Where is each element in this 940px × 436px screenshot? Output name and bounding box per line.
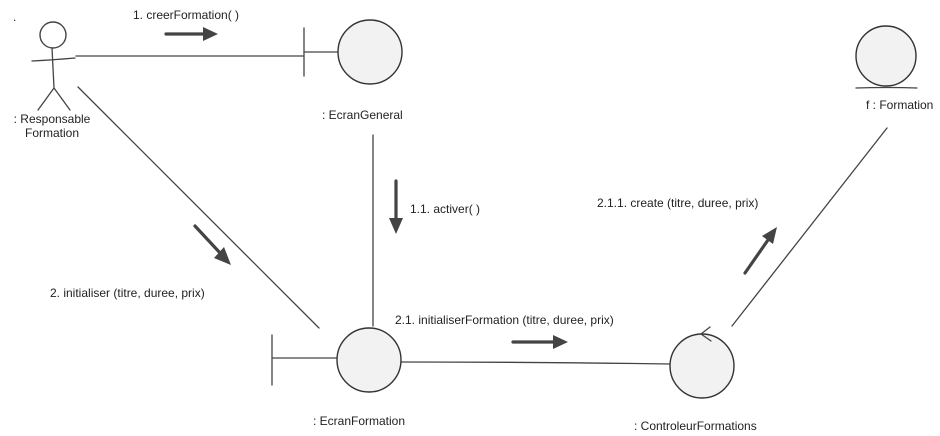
link-actor-ecranformation [77, 86, 320, 329]
formation-label: f : Formation [866, 98, 934, 112]
control-arrowhead-icon [700, 326, 712, 342]
message-1-1-label: 1.1. activer( ) [410, 202, 481, 216]
boundary-circle [336, 327, 402, 393]
boundary-ecran-general [303, 19, 403, 85]
message-1-label: 1. creerFormation( ) [133, 8, 240, 22]
actor-label: : Responsable Formation [0, 112, 104, 140]
marker-dot: . [13, 10, 17, 24]
message-arrow-2-1-1 [743, 227, 777, 275]
actor-label-line1: : Responsable [13, 112, 91, 126]
actor-body [31, 47, 76, 111]
boundary-ecran-formation [271, 327, 402, 393]
boundary-circle [337, 19, 403, 85]
link-controleur-formation [731, 127, 888, 327]
message-arrow-1 [164, 27, 218, 41]
message-2-1-1-label: 2.1.1. create (titre, duree, prix) [597, 196, 759, 210]
control-controleur-formations [669, 326, 735, 399]
ecran-formation-label: : EcranFormation [313, 414, 406, 428]
actor-head [39, 21, 67, 49]
message-arrow-2 [193, 224, 231, 265]
message-2-label: 2. initialiser (titre, duree, prix) [50, 286, 205, 300]
ecran-general-label: : EcranGeneral [322, 108, 403, 122]
link-ecranformation-controleur [399, 361, 671, 365]
message-2-1-label: 2.1. initialiserFormation (titre, duree,… [395, 313, 614, 327]
controleur-formations-label: : ControleurFormations [634, 419, 757, 433]
message-arrow-1-1 [389, 179, 403, 234]
message-arrow-2-1 [511, 335, 568, 349]
entity-underline [855, 86, 918, 89]
actor-label-line2: Formation [24, 126, 80, 140]
entity-formation [855, 25, 918, 89]
control-circle [669, 333, 735, 399]
actor-responsable-formation [31, 21, 76, 111]
links [75, 55, 888, 365]
entity-circle [855, 25, 917, 87]
